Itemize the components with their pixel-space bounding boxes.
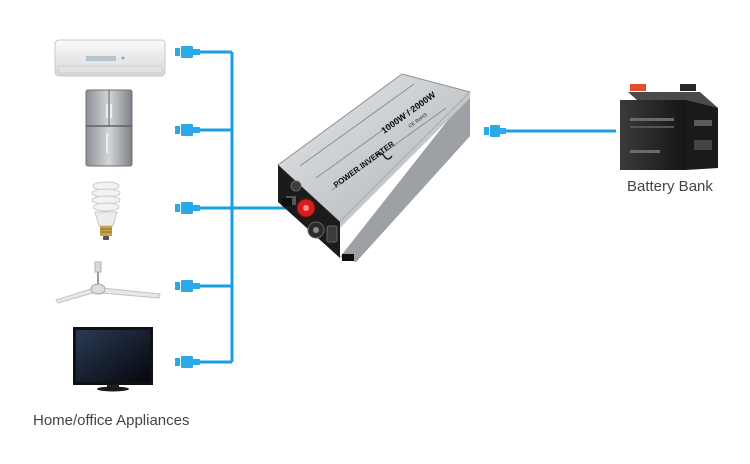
- appliance-wiring: [200, 50, 288, 364]
- plug-connectors: [175, 46, 506, 368]
- sine-wave-icon: [375, 152, 393, 160]
- plug-icon: [175, 202, 200, 214]
- cfl-bulb-icon: [91, 181, 121, 240]
- battery-bank-label: Battery Bank: [627, 178, 713, 195]
- battery-icon: [620, 84, 718, 170]
- power-inverter: POWER INVERTER 1000W / 2000W CE RoHS: [277, 73, 471, 262]
- air-conditioner-icon: [54, 39, 166, 77]
- plug-icon: [484, 125, 506, 137]
- appliances-label: Home/office Appliances: [33, 412, 190, 429]
- plug-icon: [175, 280, 200, 292]
- plug-icon: [175, 356, 200, 368]
- refrigerator-icon: [85, 89, 133, 167]
- ceiling-fan-icon: [55, 261, 161, 304]
- plug-icon: [175, 124, 200, 136]
- television-icon: [73, 327, 153, 392]
- plug-icon: [175, 46, 200, 58]
